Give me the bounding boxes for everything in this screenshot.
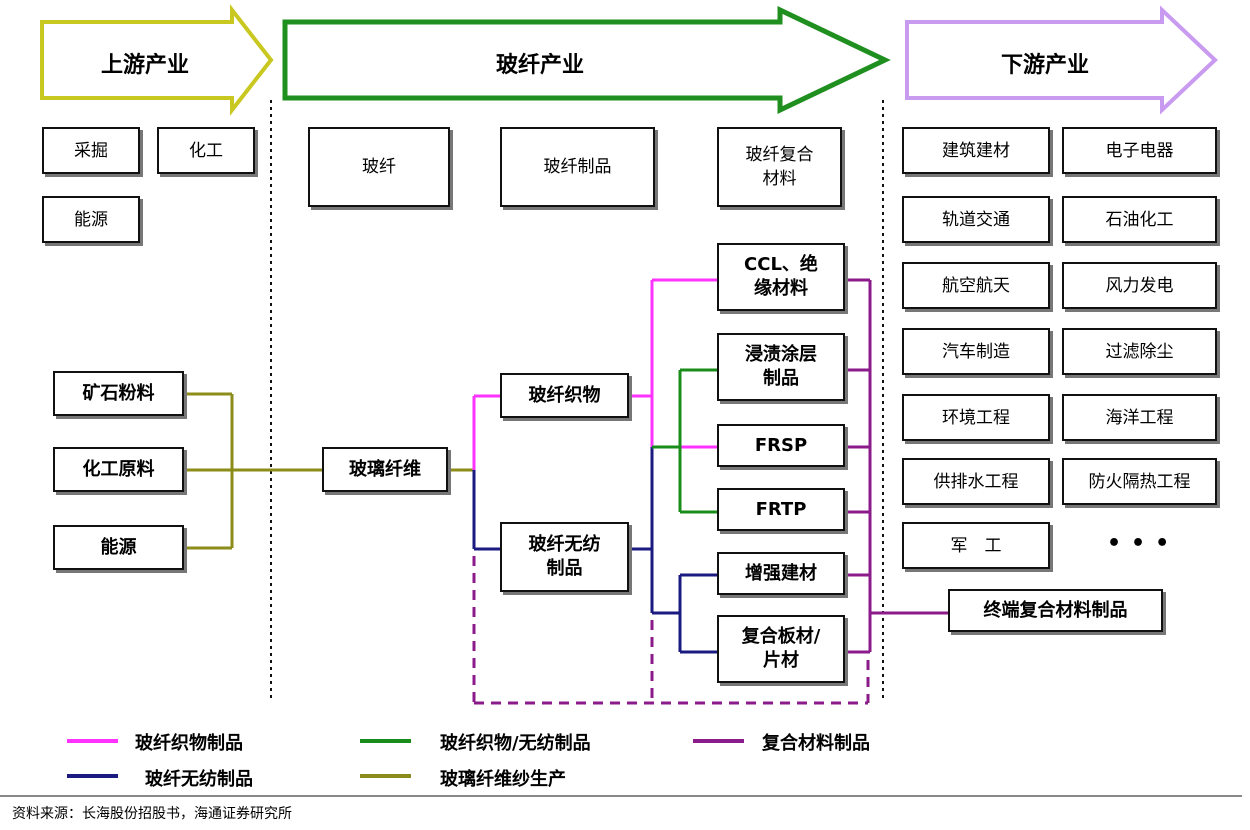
node-frsp-label: FRSP — [754, 434, 808, 456]
raw-input-energy: 能源 — [53, 525, 184, 570]
node-ccl-label-2: 缘材料 — [754, 278, 808, 299]
glassfiber-products-label: 玻纤制品 — [543, 157, 612, 177]
downstream-item: 军 工 — [902, 522, 1050, 569]
legend-label-nonwoven: 玻纤无纺制品 — [145, 769, 253, 790]
downstream-item-label: 汽车制造 — [942, 341, 1010, 362]
downstream-item: 风力发电 — [1062, 262, 1217, 309]
legend-label-composite: 复合材料制品 — [762, 733, 870, 754]
node-composite-board-label-2: 片材 — [763, 650, 799, 671]
downstream-item-label: 防火隔热工程 — [1088, 471, 1191, 492]
downstream-item-label: 环境工程 — [942, 407, 1010, 428]
downstream-item: 航空航天 — [902, 262, 1050, 309]
upstream-mining-label: 采掘 — [74, 140, 108, 161]
upstream-mining-box: 采掘 — [42, 127, 140, 174]
node-frsp: FRSP — [717, 424, 845, 467]
downstream-item-label: 建筑建材 — [942, 140, 1010, 161]
node-reinforced-label: 增强建材 — [745, 562, 817, 584]
navy-connectors — [472, 447, 717, 654]
downstream-item-label: 海洋工程 — [1105, 407, 1174, 428]
legend-label-yarn: 玻璃纤维纱生产 — [440, 769, 566, 790]
downstream-item: 防火隔热工程 — [1062, 458, 1217, 505]
node-frtp-label: FRTP — [755, 498, 807, 520]
node-glass-fiber: 玻璃纤维 — [322, 447, 448, 492]
source-note: 资料来源：长海股份招股书，海通证券研究所 — [12, 806, 292, 822]
raw-input-label: 矿石粉料 — [82, 382, 155, 404]
node-frtp: FRTP — [717, 488, 845, 531]
node-impregnated: 浸渍涂层 制品 — [717, 333, 845, 401]
node-nonwoven-label-2: 制品 — [546, 558, 583, 579]
olive-connectors — [184, 392, 474, 550]
glassfiber-composites-box: 玻纤复合 材料 — [717, 127, 842, 207]
downstream-item-label: 风力发电 — [1105, 275, 1174, 296]
downstream-item: 轨道交通 — [902, 196, 1050, 243]
downstream-item: 汽车制造 — [902, 328, 1050, 375]
legend-label-fabric-nonwoven: 玻纤织物/无纺制品 — [440, 733, 591, 754]
node-fabric-label: 玻纤织物 — [528, 384, 601, 406]
downstream-arrow-label: 下游产业 — [1000, 53, 1089, 78]
glassfiber-composites-label-1: 玻纤复合 — [745, 145, 814, 165]
downstream-item: 供排水工程 — [902, 458, 1050, 505]
upstream-arrow-label: 上游产业 — [100, 53, 189, 78]
glassfiber-arrow-label: 玻纤产业 — [495, 53, 584, 78]
downstream-item: 过滤除尘 — [1062, 328, 1217, 375]
purple-connectors — [845, 278, 948, 654]
glassfiber-composites-label-2: 材料 — [762, 169, 797, 189]
node-composite-board: 复合板材/ 片材 — [717, 615, 845, 683]
glassfiber-products-box: 玻纤制品 — [500, 127, 655, 207]
upstream-energy-box: 能源 — [42, 196, 140, 243]
raw-input-label: 能源 — [100, 536, 137, 558]
raw-input-ore: 矿石粉料 — [53, 371, 184, 416]
dashed-frame — [472, 556, 870, 705]
downstream-item-label: 供排水工程 — [933, 471, 1019, 492]
ellipsis: ••• — [1107, 531, 1180, 556]
upstream-energy-label: 能源 — [74, 209, 108, 230]
node-nonwoven-label-1: 玻纤无纺 — [528, 534, 601, 555]
downstream-item-label: 石油化工 — [1105, 209, 1174, 230]
upstream-chemical-label: 化工 — [189, 140, 223, 161]
glassfiber-arrow — [282, 6, 891, 114]
downstream-item-label: 军 工 — [950, 535, 1002, 556]
downstream-item: 电子电器 — [1062, 127, 1217, 174]
green-connectors — [652, 368, 717, 514]
node-nonwoven: 玻纤无纺 制品 — [500, 522, 629, 592]
downstream-item: 海洋工程 — [1062, 394, 1217, 441]
glassfiber-fiber-box: 玻纤 — [308, 127, 450, 207]
node-ccl-label-1: CCL、绝 — [744, 254, 818, 275]
raw-input-label: 化工原料 — [82, 458, 155, 480]
downstream-item: 环境工程 — [902, 394, 1050, 441]
glassfiber-fiber-label: 玻纤 — [362, 157, 396, 177]
downstream-item-label: 电子电器 — [1105, 140, 1174, 161]
node-fabric: 玻纤织物 — [500, 373, 629, 418]
node-reinforced: 增强建材 — [717, 552, 845, 595]
upstream-chemical-box: 化工 — [157, 127, 255, 174]
node-terminal: 终端复合材料制品 — [948, 589, 1163, 632]
downstream-arrow — [905, 5, 1218, 115]
downstream-item-label: 过滤除尘 — [1105, 341, 1174, 362]
node-ccl: CCL、绝 缘材料 — [717, 243, 845, 311]
downstream-item-label: 航空航天 — [942, 275, 1010, 296]
node-composite-board-label-1: 复合板材/ — [741, 626, 821, 647]
downstream-item: 石油化工 — [1062, 196, 1217, 243]
legend-label-fabric: 玻纤织物制品 — [135, 733, 243, 754]
node-impregnated-label-1: 浸渍涂层 — [745, 344, 817, 365]
raw-input-chemical: 化工原料 — [53, 447, 184, 492]
node-impregnated-label-2: 制品 — [763, 368, 799, 389]
downstream-item-label: 轨道交通 — [942, 209, 1010, 230]
node-glass-fiber-label: 玻璃纤维 — [349, 458, 421, 480]
node-terminal-label: 终端复合材料制品 — [983, 599, 1128, 621]
upstream-arrow — [40, 4, 274, 116]
downstream-item: 建筑建材 — [902, 127, 1050, 174]
